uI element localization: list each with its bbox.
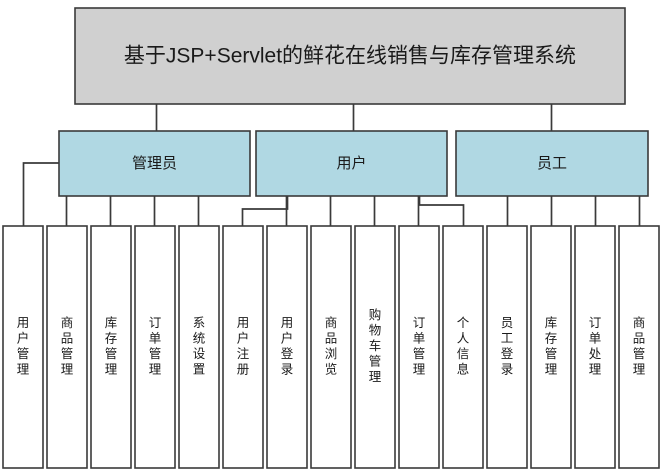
leaf-node-box[interactable] <box>222 225 264 469</box>
leaf-node-label: 个人信息 <box>457 316 470 377</box>
leaf-node-label: 商品浏览 <box>325 315 338 377</box>
leaf-node-label: 系统设置 <box>193 316 206 377</box>
leaf-node-box[interactable] <box>354 225 396 469</box>
leaf-node-label: 用户管理 <box>17 316 30 377</box>
leaf-node[interactable]: 商品管理 <box>46 225 88 469</box>
leaf-node[interactable]: 系统设置 <box>178 225 220 469</box>
role-node-admin-label: 管理员 <box>132 155 177 172</box>
leaf-node-box[interactable] <box>90 225 132 469</box>
leaf-node-label: 库存管理 <box>105 315 118 377</box>
root-node-box[interactable] <box>74 7 626 105</box>
leaf-node-label: 订单处理 <box>589 316 602 377</box>
role-node-admin-box[interactable] <box>58 130 251 197</box>
leaf-node-box[interactable] <box>398 225 440 469</box>
leaf-node-label: 购物车管理 <box>369 307 382 384</box>
leaf-node-box[interactable] <box>178 225 220 469</box>
leaf-node-box[interactable] <box>442 225 484 469</box>
leaf-node[interactable]: 商品管理 <box>618 225 660 469</box>
leaf-node-box[interactable] <box>486 225 528 469</box>
role-node-staff-box[interactable] <box>455 130 649 197</box>
connector-layer <box>22 104 641 226</box>
root-node-label: 基于JSP+Servlet的鲜花在线销售与库存管理系统 <box>124 45 576 68</box>
leaf-node[interactable]: 用户管理 <box>2 225 44 469</box>
leaf-node-box[interactable] <box>574 225 616 469</box>
leaf-node[interactable]: 订单处理 <box>574 225 616 469</box>
role-node-user-box[interactable] <box>255 130 448 197</box>
role-node-staff-label: 员工 <box>537 155 567 172</box>
leaf-node-box[interactable] <box>266 225 308 469</box>
leaf-node-box[interactable] <box>618 225 660 469</box>
leaf-node-label: 订单管理 <box>413 316 426 377</box>
leaf-node-label: 商品管理 <box>61 315 74 377</box>
leaf-node-label: 订单管理 <box>149 316 162 377</box>
leaf-node[interactable]: 个人信息 <box>442 225 484 469</box>
role-node-user-label: 用户 <box>336 155 366 172</box>
leaf-node[interactable]: 员工登录 <box>486 225 528 469</box>
leaf-node-label: 用户注册 <box>237 316 250 377</box>
leaf-node[interactable]: 购物车管理 <box>354 225 396 469</box>
leaf-node[interactable]: 库存管理 <box>530 225 572 469</box>
leaf-node-layer: 用户管理 商品管理 库存管理 订单管理 系统设置 用户注册 用户登录 商品浏览 购物车管理 订单管… <box>2 225 660 469</box>
role-node-user[interactable]: 用户 <box>255 130 448 197</box>
connector-admin-to-leaf-1 <box>22 162 64 226</box>
leaf-node-box[interactable] <box>46 225 88 469</box>
leaf-node-box[interactable] <box>2 225 44 469</box>
leaf-node-box[interactable] <box>530 225 572 469</box>
role-node-admin[interactable]: 管理员 <box>58 130 251 197</box>
leaf-node-box[interactable] <box>310 225 352 469</box>
leaf-node-label: 员工登录 <box>501 316 514 377</box>
leaf-node-label: 库存管理 <box>545 315 558 377</box>
leaf-node-label: 用户登录 <box>281 316 294 377</box>
role-node-staff[interactable]: 员工 <box>455 130 649 197</box>
leaf-node[interactable]: 订单管理 <box>134 225 176 469</box>
leaf-node[interactable]: 商品浏览 <box>310 225 352 469</box>
connector-user-to-leaf-6 <box>418 196 465 226</box>
leaf-node[interactable]: 用户登录 <box>266 225 308 469</box>
root-node[interactable]: 基于JSP+Servlet的鲜花在线销售与库存管理系统 <box>74 7 626 105</box>
leaf-node[interactable]: 订单管理 <box>398 225 440 469</box>
leaf-node-box[interactable] <box>134 225 176 469</box>
leaf-node[interactable]: 库存管理 <box>90 225 132 469</box>
leaf-node-label: 商品管理 <box>633 315 646 377</box>
leaf-node[interactable]: 用户注册 <box>222 225 264 469</box>
connector-user-to-leaf-1 <box>241 196 289 226</box>
